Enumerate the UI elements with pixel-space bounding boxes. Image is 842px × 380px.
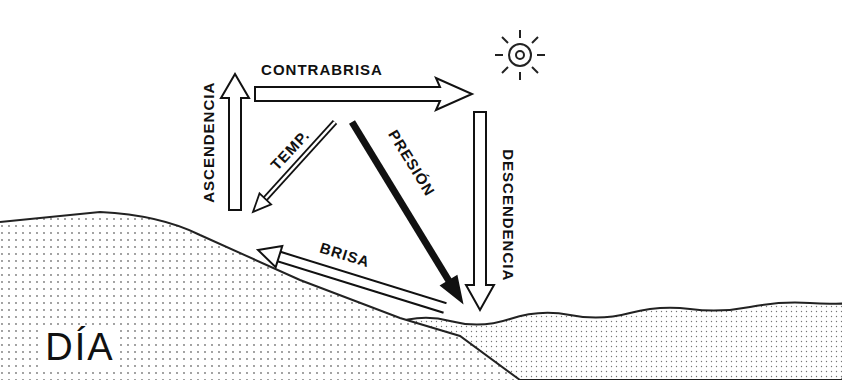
counter-breeze-label: CONTRABRISA: [261, 62, 383, 79]
sun-symbol: [495, 30, 545, 80]
ascent-label: ASCENDENCIA: [202, 81, 219, 202]
land: [0, 212, 520, 380]
ascent-arrow: [221, 74, 249, 210]
day-label: DÍA: [41, 327, 118, 369]
pressure-arrow: [352, 122, 462, 302]
temperature-arrow: [253, 122, 335, 212]
land-outline: [0, 212, 520, 380]
descent-label: DESCENDENCIA: [500, 149, 517, 281]
counter-breeze-arrow: [255, 78, 472, 110]
descent-arrow: [466, 112, 494, 310]
